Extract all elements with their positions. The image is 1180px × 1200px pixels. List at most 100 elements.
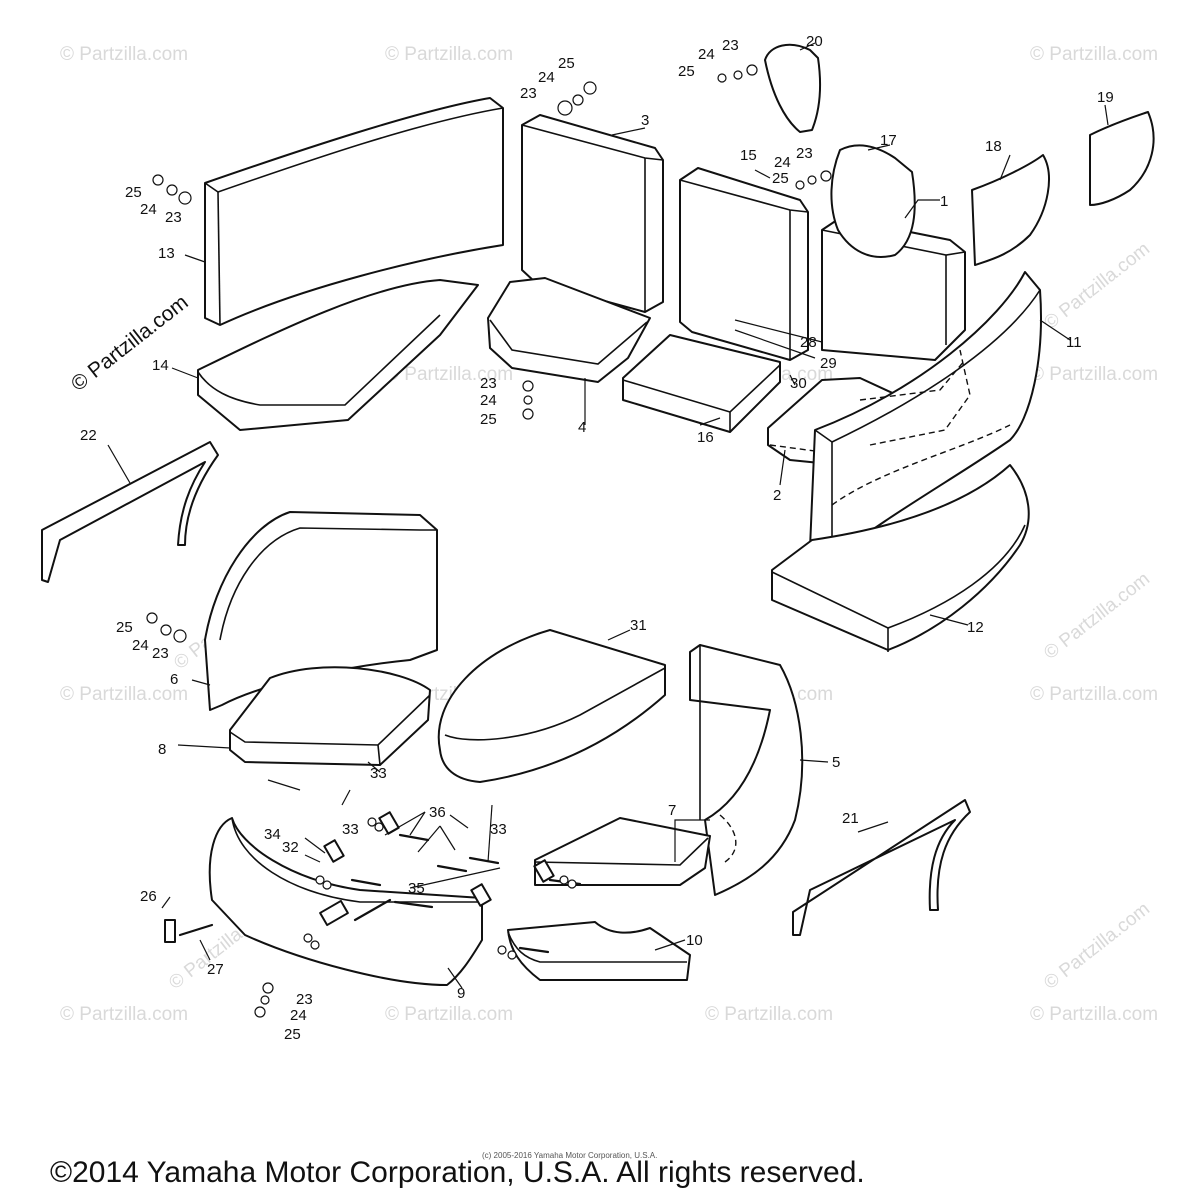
callout-33[interactable]: 33: [370, 765, 387, 782]
bracket-33[interactable]: [470, 883, 492, 907]
callout-13[interactable]: 13: [158, 245, 175, 262]
callout-19[interactable]: 19: [1097, 89, 1114, 106]
part-18-cover-panel[interactable]: [971, 154, 1050, 266]
watermark: © Partzilla.com: [385, 364, 513, 385]
callout-23[interactable]: 23: [796, 145, 813, 162]
callout-24[interactable]: 24: [140, 201, 157, 218]
callout-24[interactable]: 24: [774, 154, 791, 171]
callout-23[interactable]: 23: [722, 37, 739, 54]
part-3-back-cushion[interactable]: [521, 114, 664, 313]
leader-lines: [107, 42, 1109, 989]
part-12-curved-seat-base[interactable]: [771, 464, 1030, 652]
callout-2[interactable]: 2: [773, 487, 781, 504]
callout-33[interactable]: 33: [490, 821, 507, 838]
callout-21[interactable]: 21: [842, 810, 859, 827]
callout-25[interactable]: 25: [125, 184, 142, 201]
watermark: © Partzilla.com: [1040, 569, 1154, 664]
callout-4[interactable]: 4: [578, 419, 586, 436]
callout-25[interactable]: 25: [284, 1026, 301, 1043]
fastener-group: [164, 811, 582, 960]
part-17-cover-panel[interactable]: [830, 144, 916, 258]
callout-23[interactable]: 23: [152, 645, 169, 662]
part-31-oval-cushion[interactable]: [437, 629, 666, 783]
small-copyright: (c) 2005-2016 Yamaha Motor Corporation, …: [482, 1151, 657, 1160]
part-4-seat-cushion[interactable]: [487, 277, 651, 383]
part-21-trim[interactable]: [792, 799, 971, 936]
watermark: © Partzilla.com: [60, 684, 188, 705]
callout-27[interactable]: 27: [207, 961, 224, 978]
callout-24[interactable]: 24: [698, 46, 715, 63]
part-7-seat-base[interactable]: [534, 817, 711, 886]
part-6-curved-backrest[interactable]: [204, 511, 438, 711]
part-16-seat-cushion[interactable]: [622, 334, 781, 433]
callout-26[interactable]: 26: [140, 888, 157, 905]
callout-24[interactable]: 24: [538, 69, 555, 86]
watermark: © Partzilla.com: [60, 1004, 188, 1025]
part-10-seat-segment[interactable]: [507, 921, 691, 981]
bracket-33[interactable]: [378, 811, 400, 835]
callout-23[interactable]: 23: [520, 85, 537, 102]
callout-33[interactable]: 33: [342, 821, 359, 838]
watermark: © Partzilla.com: [60, 44, 188, 65]
callout-22[interactable]: 22: [80, 427, 97, 444]
callout-16[interactable]: 16: [697, 429, 714, 446]
screw-27[interactable]: [178, 923, 214, 937]
callout-36[interactable]: 36: [429, 804, 446, 821]
watermark: © Partzilla.com: [705, 1004, 833, 1025]
callout-24[interactable]: 24: [132, 637, 149, 654]
watermark: © Partzilla.com: [1040, 899, 1154, 994]
callout-7[interactable]: 7: [668, 802, 676, 819]
callout-8[interactable]: 8: [158, 741, 166, 758]
bracket-33[interactable]: [323, 839, 345, 863]
callout-10[interactable]: 10: [686, 932, 703, 949]
callout-1[interactable]: 1: [940, 193, 948, 210]
part-20-cover-panel[interactable]: [764, 43, 821, 133]
callout-23[interactable]: 23: [165, 209, 182, 226]
watermark: © Partzilla.com: [1040, 239, 1154, 334]
part-13-curved-backrest[interactable]: [204, 97, 504, 326]
watermark: © Partzilla.com: [60, 0, 174, 4]
callout-18[interactable]: 18: [985, 138, 1002, 155]
part-22-trim[interactable]: [41, 441, 219, 583]
callout-3[interactable]: 3: [641, 112, 649, 129]
callout-11[interactable]: 11: [1066, 334, 1082, 351]
callout-34[interactable]: 34: [264, 826, 281, 843]
callout-17[interactable]: 17: [880, 132, 897, 149]
callout-30[interactable]: 30: [790, 375, 807, 392]
watermark: © Partzilla.com: [1030, 684, 1158, 705]
callout-24[interactable]: 24: [290, 1007, 307, 1024]
watermark: © Partzilla.com: [1030, 44, 1158, 65]
part-11-curved-side-backrest[interactable]: [809, 271, 1042, 561]
callout-5[interactable]: 5: [832, 754, 840, 771]
part-9-curved-front-panel[interactable]: [208, 817, 483, 986]
callout-25[interactable]: 25: [772, 170, 789, 187]
callout-29[interactable]: 29: [820, 355, 837, 372]
callout-24[interactable]: 24: [480, 392, 497, 409]
callout-25[interactable]: 25: [480, 411, 497, 428]
part-14-corner-seat-base[interactable]: [197, 279, 479, 431]
callout-14[interactable]: 14: [152, 357, 169, 374]
callout-25[interactable]: 25: [116, 619, 133, 636]
callout-28[interactable]: 28: [800, 334, 817, 351]
callout-23[interactable]: 23: [480, 375, 497, 392]
part-19-cover-panel[interactable]: [1089, 111, 1155, 206]
callout-23[interactable]: 23: [296, 991, 313, 1008]
callout-9[interactable]: 9: [457, 985, 465, 1002]
callout-20[interactable]: 20: [806, 33, 823, 50]
callout-6[interactable]: 6: [170, 671, 178, 688]
callout-25[interactable]: 25: [678, 63, 695, 80]
part-8-seat-cushion[interactable]: [229, 666, 431, 766]
bracket-33[interactable]: [533, 859, 555, 883]
callout-35[interactable]: 35: [408, 880, 425, 897]
callout-32[interactable]: 32: [282, 839, 299, 856]
bracket-32[interactable]: [319, 899, 349, 927]
hardware-stack: [146, 64, 832, 1018]
callout-12[interactable]: 12: [967, 619, 984, 636]
part-5-curved-backrest[interactable]: [689, 644, 804, 896]
callout-25[interactable]: 25: [558, 55, 575, 72]
part-15-back-cushion[interactable]: [679, 167, 809, 361]
callout-15[interactable]: 15: [740, 147, 757, 164]
callout-31[interactable]: 31: [630, 617, 647, 634]
bracket-26[interactable]: [164, 919, 176, 943]
